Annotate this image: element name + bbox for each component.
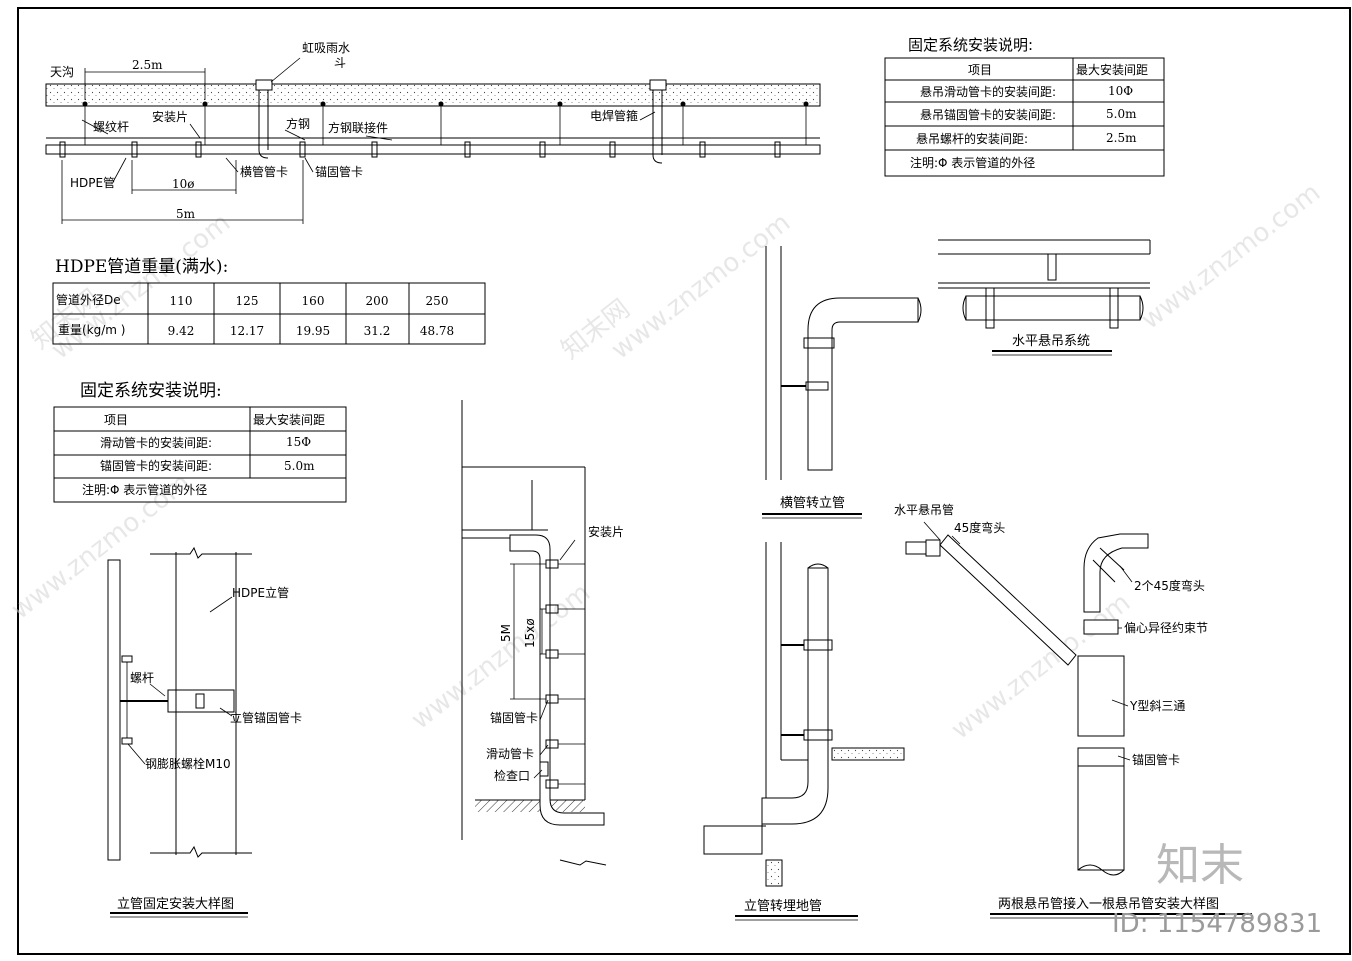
weight-table-diameter-250: 250 [426, 294, 449, 308]
brand-logo: 知末 [1156, 840, 1244, 891]
label-sliding-clamp: 滑动管卡 [486, 746, 534, 761]
riser-to-buried-detail: 立管转埋地管 [703, 542, 905, 921]
label-anchor-clamp: 锚固管卡 [315, 164, 363, 179]
fixing-table-note: 注明:Φ 表示管道的外径 [82, 482, 207, 497]
weight-table-diameter-125: 125 [236, 294, 259, 308]
caption-two-into-one: 两根悬吊管接入一根悬吊管安装大样图 [998, 896, 1219, 912]
two-into-one-detail: 水平悬吊管 45度弯头 2个45度弯头 偏心异径约束节 Y型斜三通 锚固管卡 两… [894, 502, 1252, 919]
horizontal-hanging-detail: 水平悬吊系统 [938, 239, 1151, 356]
label-threaded-rod: 螺纹杆 [93, 120, 129, 134]
fixing-table-row1-value: 15Φ [286, 435, 311, 449]
label-siphon-drain: 虹吸雨水 [302, 41, 350, 55]
fixing-table-title: 固定系统安装说明: [80, 381, 222, 401]
weight-table-diameter-110: 110 [170, 294, 193, 308]
vertical-run-detail: 安装片 5M 15xø 锚固管卡 滑动管卡 检查口 [461, 400, 624, 866]
suspended-table-header-spacing: 最大安装间距 [1076, 62, 1148, 77]
fixing-table-row2-item: 锚固管卡的安装间距: [100, 458, 212, 473]
label-anchor-clamp-2: 锚固管卡 [490, 710, 538, 725]
hdpe-horizontal-pipe [45, 144, 821, 155]
weight-table-diameter-200: 200 [366, 294, 389, 308]
label-inspection: 检查口 [494, 768, 530, 783]
suspended-table-row1-item: 悬吊滑动管卡的安装间距: [920, 84, 1056, 99]
watermark-site-3: www.znzmo.com [1136, 178, 1326, 336]
label-electrofusion-collar: 电焊管箍 [590, 108, 638, 123]
suspended-table-row2-item: 悬吊锚固管卡的安装间距: [920, 107, 1056, 122]
weight-table-title: HDPE管道重量(满水): [55, 257, 228, 277]
weight-table-row-label-weight: 重量(kg/m ) [58, 323, 125, 337]
label-spacing-15d: 15xø [523, 618, 537, 648]
fixing-table-row1-item: 滑动管卡的安装间距: [100, 435, 212, 450]
horizontal-to-vertical-detail: 横管转立管 [762, 246, 922, 519]
label-square-steel: 方钢 [286, 116, 310, 131]
label-riser-anchor-clamp: 立管锚固管卡 [230, 710, 302, 725]
label-y-tee: Y型斜三通 [1129, 699, 1185, 713]
gutter-slab [45, 83, 821, 107]
label-mount-plate: 安装片 [152, 109, 188, 124]
weight-table-row-label-diameter: 管道外径De [56, 292, 121, 307]
label-spacing-10d: 10ø [172, 177, 195, 191]
suspended-table-title: 固定系统安装说明: [908, 36, 1033, 54]
label-mount-plate-2: 安装片 [588, 524, 624, 539]
fixing-system-table: 固定系统安装说明: 项目 最大安装间距 滑动管卡的安装间距: 15Φ 锚固管卡的… [53, 381, 347, 503]
label-expansion-bolt: 钢膨胀螺栓M10 [145, 756, 231, 771]
watermark-site-1: www.znzmo.com [46, 208, 236, 366]
caption-riser-fixing: 立管固定安装大样图 [117, 897, 234, 912]
fixing-table-header-item: 项目 [104, 413, 128, 427]
label-spacing-5m-vertical: 5M [499, 624, 513, 642]
suspended-table-header-item: 项目 [968, 63, 992, 77]
caption-riser-to-buried: 立管转埋地管 [744, 899, 822, 914]
image-id: ID: 1154789831 [1112, 909, 1322, 939]
suspended-table-row3-item: 悬吊螺杆的安装间距: [916, 131, 1028, 146]
weight-table-weight-1: 12.17 [230, 324, 264, 338]
fixing-table-header-spacing: 最大安装间距 [253, 412, 325, 427]
watermark-site-2: www.znzmo.com [606, 208, 796, 366]
label-hdpe-riser: HDPE立管 [232, 585, 289, 600]
label-square-steel-joint: 方钢联接件 [328, 120, 388, 135]
wall-section [107, 559, 121, 861]
weight-table-weight-2: 19.95 [296, 324, 330, 338]
top-elevation: 天沟 2.5m 虹吸雨水 斗 螺纹杆 安装片 方钢 方钢联接件 电焊管箍 HDP… [45, 41, 821, 224]
label-two-elbows: 2个45度弯头 [1134, 578, 1205, 593]
weight-table-weight-3: 31.2 [364, 324, 391, 338]
sheet-border [17, 7, 1351, 955]
label-gutter: 天沟 [50, 65, 74, 79]
label-elbow-45: 45度弯头 [954, 520, 1005, 535]
suspended-table-note: 注明:Φ 表示管道的外径 [910, 155, 1035, 170]
riser-fixing-detail: HDPE立管 螺杆 立管锚固管卡 钢膨胀螺栓M10 立管固定安装大样图 [107, 546, 302, 918]
suspended-fixing-table: 固定系统安装说明: 项目 最大安装间距 悬吊滑动管卡的安装间距: 10Φ 悬吊锚… [884, 36, 1165, 177]
label-horizontal-pipe: 水平悬吊管 [894, 502, 954, 517]
label-siphon-drain-line2: 斗 [334, 56, 346, 70]
weight-table-diameter-160: 160 [302, 294, 325, 308]
label-bolt: 螺杆 [130, 671, 154, 685]
label-hdpe-pipe: HDPE管 [70, 175, 115, 190]
fixing-table-row2-value: 5.0m [284, 459, 315, 473]
label-horizontal-clamp: 横管管卡 [240, 164, 288, 179]
caption-horizontal-to-vertical: 横管转立管 [780, 496, 845, 511]
suspended-table-row2-value: 5.0m [1106, 107, 1137, 121]
caption-horizontal-hanging: 水平悬吊系统 [1012, 334, 1090, 349]
label-spacing-2-5m: 2.5m [132, 58, 163, 72]
suspended-table-row3-value: 2.5m [1106, 131, 1137, 145]
label-anchor-clamp-3: 锚固管卡 [1132, 752, 1180, 767]
label-reducer: 偏心异径约束节 [1124, 620, 1208, 635]
label-spacing-5m: 5m [176, 207, 196, 221]
hdpe-weight-table: HDPE管道重量(满水): 管道外径De 重量(kg/m ) 110 125 160… [52, 257, 486, 345]
suspended-table-row1-value: 10Φ [1108, 84, 1133, 98]
weight-table-weight-0: 9.42 [168, 324, 195, 338]
weight-table-weight-4: 48.78 [420, 324, 454, 338]
